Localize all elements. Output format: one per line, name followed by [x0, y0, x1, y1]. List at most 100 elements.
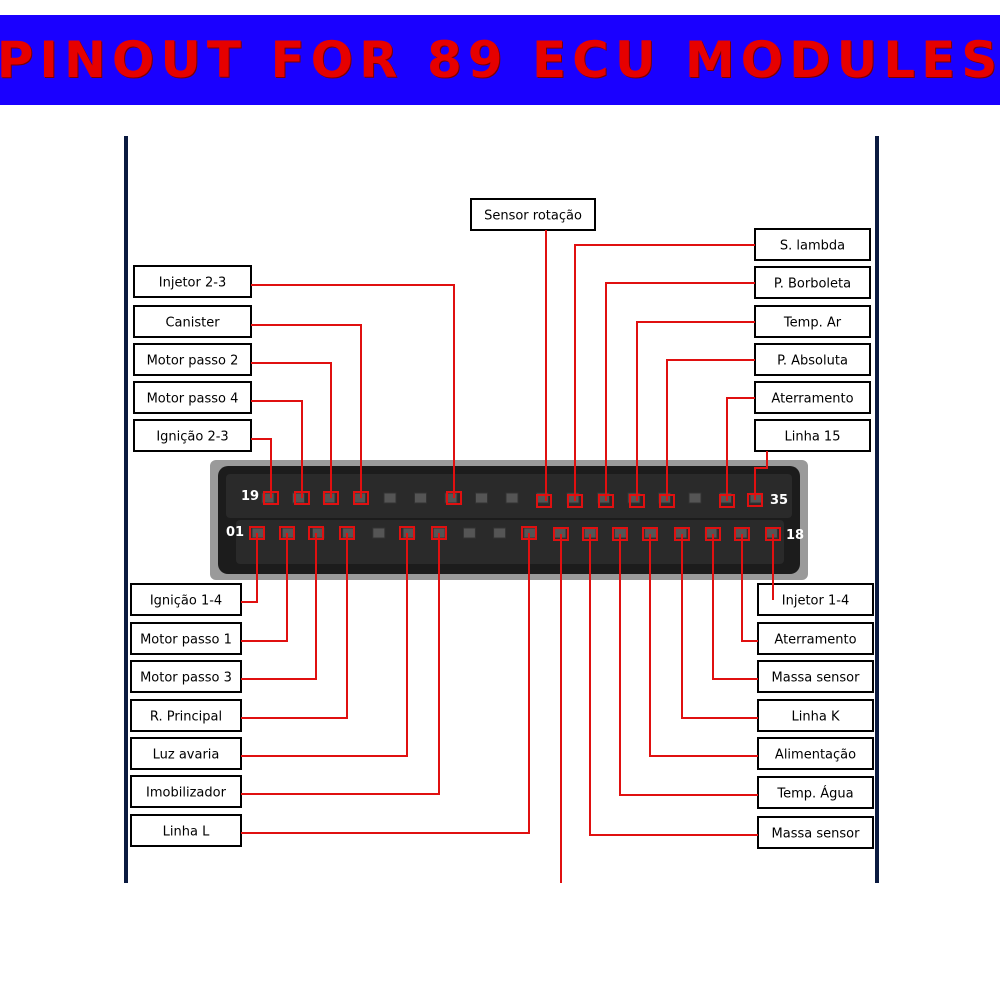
label-lr-2: Massa sensor [772, 671, 861, 686]
wire-ul-0 [251, 284, 455, 498]
pin-marker [642, 527, 658, 541]
pin-marker [339, 526, 355, 540]
label-ll-3: R. Principal [150, 710, 222, 725]
wire-ll-2 [241, 533, 317, 680]
pin-marker [747, 493, 763, 507]
pin-socket [353, 492, 366, 504]
label-ur-3: P. Absoluta [777, 354, 848, 369]
wire-lr-1 [741, 534, 758, 642]
wire-ul-4 [251, 438, 272, 498]
pin-socket [493, 527, 507, 539]
label-ul-2: Motor passo 2 [147, 354, 239, 369]
label-ll-1-box [130, 622, 242, 655]
label-lr-5-box [757, 776, 874, 809]
label-ul-1-box [133, 305, 252, 338]
pin-marker [765, 527, 781, 541]
label-ur-2: Temp. Ar [783, 316, 842, 331]
wire-lr-5 [619, 534, 758, 796]
label-ul-2-box [133, 343, 252, 376]
pin-marker [567, 494, 583, 508]
pin-marker [446, 491, 462, 505]
pin-socket [475, 492, 488, 504]
wire-ul-3 [251, 400, 303, 498]
wire-ll-0 [241, 533, 258, 603]
label-ul-3-box [133, 381, 252, 414]
label-ll-2-box [130, 660, 242, 693]
pin-socket [627, 492, 641, 504]
label-lr-1: Aterramento [774, 633, 856, 648]
label-lr-6-box [757, 816, 874, 849]
pin-number: 19 [241, 489, 259, 504]
label-lr-0: Injetor 1-4 [782, 594, 849, 609]
pin-socket [688, 492, 702, 504]
pin-marker [536, 494, 552, 508]
label-ur-1: P. Borboleta [774, 277, 851, 292]
label-ul-1: Canister [165, 316, 220, 331]
pin-marker [294, 491, 310, 505]
label-ll-2: Motor passo 3 [140, 671, 232, 686]
pin-marker [553, 527, 569, 541]
wire-ll-5 [241, 533, 440, 795]
label-sensor-rotacao-box [470, 198, 596, 231]
label-ll-5-box [130, 775, 242, 808]
pin-socket [342, 527, 356, 539]
label-lr-4-box [757, 737, 874, 770]
wire-ll-6 [241, 533, 530, 834]
label-ll-5: Imobilizador [146, 786, 227, 801]
pin-marker [659, 494, 675, 508]
wire-ll-4 [241, 533, 408, 757]
pin-number: 18 [786, 528, 804, 543]
pin-marker [719, 494, 735, 508]
pin-marker [353, 491, 369, 505]
pin-marker [598, 494, 614, 508]
pin-marker [308, 526, 324, 540]
label-ur-0-box [754, 228, 871, 261]
pin-socket [383, 492, 397, 504]
wire-lr-2 [712, 534, 758, 680]
left-side-rule [124, 136, 128, 883]
wire-lr-6 [589, 534, 758, 836]
wire-lr-3 [681, 534, 758, 719]
label-ll-0-box [130, 583, 242, 616]
pin-socket [597, 492, 610, 504]
wire-ul-1 [251, 324, 362, 498]
label-ll-3-box [130, 699, 242, 732]
wire-ur-2 [636, 321, 755, 501]
pin-marker [279, 526, 295, 540]
pin-socket [764, 527, 778, 539]
pin-marker [705, 527, 721, 541]
label-ul-0: Injetor 2-3 [159, 276, 226, 291]
label-ul-3: Motor passo 4 [147, 392, 239, 407]
label-ul-0-box [133, 265, 252, 298]
label-lr-2-box [757, 660, 874, 693]
label-lr-0-box [757, 583, 874, 616]
label-ur-4: Aterramento [771, 392, 853, 407]
label-ur-2-box [754, 305, 871, 338]
pin-socket [658, 492, 671, 504]
right-side-rule [875, 136, 879, 883]
pin-marker [249, 526, 265, 540]
label-ll-1: Motor passo 1 [140, 633, 232, 648]
label-ll-6: Linha L [163, 825, 210, 840]
pin-marker [612, 527, 628, 541]
label-lr-4: Alimentação [775, 748, 856, 763]
pin-number: 01 [226, 525, 244, 540]
pin-marker [399, 526, 415, 540]
wire-lr-4 [649, 534, 758, 757]
pin-socket [462, 527, 476, 539]
pin-number: 35 [770, 493, 788, 508]
pin-marker [323, 491, 339, 505]
wire-ll-3 [241, 533, 348, 719]
pin-marker [674, 527, 690, 541]
label-lr-3-box [757, 699, 874, 732]
pin-socket [414, 492, 427, 504]
label-lr-6: Massa sensor [772, 827, 861, 842]
pin-marker [734, 527, 750, 541]
label-ll-0: Ignição 1-4 [150, 594, 222, 609]
label-ur-0: S. lambda [780, 239, 845, 254]
label-ll-6-box [130, 814, 242, 847]
page-title: PINOUT FOR 89 ECU MODULES [0, 31, 1000, 89]
pin-marker [629, 494, 645, 508]
wire-ur-3 [666, 359, 755, 501]
